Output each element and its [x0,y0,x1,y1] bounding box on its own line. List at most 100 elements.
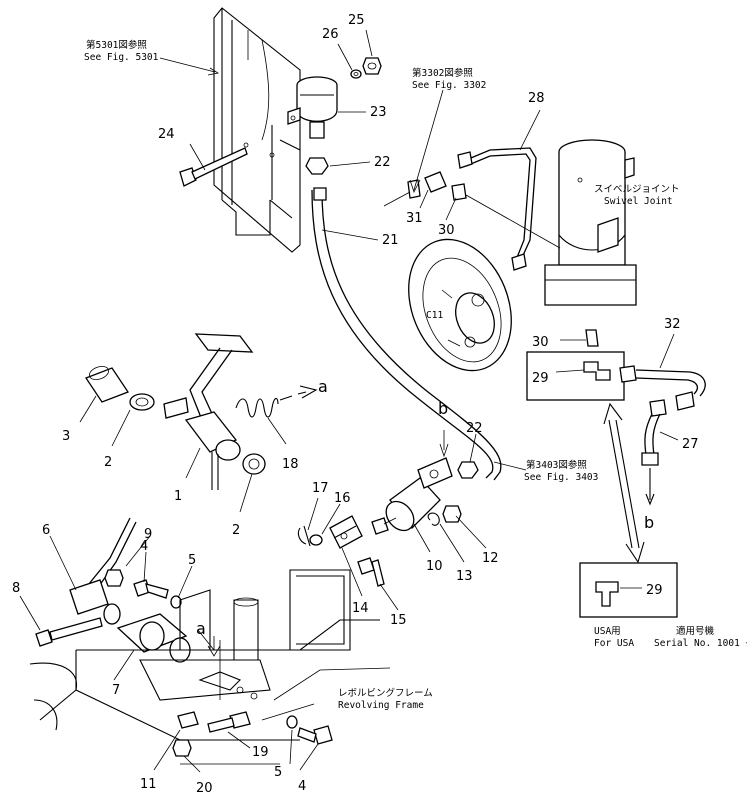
part-number-3: 3 [62,429,70,444]
nut-9 [104,569,124,587]
cotter-pin-17 [297,525,311,547]
part-number-23: 23 [370,105,387,120]
hose-clamp-22-bottom [457,461,479,479]
part-number-9: 9 [144,527,152,542]
revolving-frame-label-jp: レボルビングフレーム [338,687,433,699]
part-number-1: 1 [174,489,182,504]
master-cylinder-10 [371,457,453,535]
hose-end-21 [313,187,327,201]
callout-a-bottom: a [196,619,206,638]
part-number-15: 15 [390,613,407,628]
washer-7 [103,603,121,625]
bracket-7 [116,613,191,663]
ref-3403-en: See Fig. 3403 [524,472,598,483]
part-number-22-bottom: 22 [466,421,483,436]
callout-a-top: a [318,377,328,396]
brake-hose-32 [619,365,706,411]
lever-6 [69,517,137,615]
hose-clamp-22-top [305,157,329,175]
part-number-26: 26 [322,27,339,42]
part-number-7: 7 [112,683,120,698]
part-number-18: 18 [282,457,299,472]
swivel-joint [544,139,637,306]
clevis-14 [329,515,363,549]
part-number-30-bottom: 30 [532,335,549,350]
part-number-19: 19 [252,745,269,760]
brake-drum: C11 [408,238,512,372]
callout-b-top: b [438,399,448,418]
part-number-25: 25 [348,13,365,28]
brake-pedal-1 [163,333,254,490]
bolt-4-top [133,579,169,599]
elbow-30-bottom [585,329,599,347]
part-number-2-left: 2 [104,455,112,470]
serial-note-en: Serial No. 1001 ~ [654,638,747,649]
callout-letters: a a b b [196,377,654,638]
washer-5-top [170,595,182,609]
swivel-joint-label-en: Swivel Joint [604,196,673,207]
nut-25 [362,57,382,75]
part-number-2-right: 2 [232,523,240,538]
serial-note-jp: 適用号機 [676,625,715,637]
part-number-30-top: 30 [438,223,455,238]
bolt-15 [357,557,385,587]
brake-hose-21 [311,189,494,479]
part-number-24: 24 [158,127,175,142]
washer-5-bottom [286,715,298,729]
part-number-16: 16 [334,491,351,506]
elbow-30-top [451,183,467,201]
part-number-28: 28 [528,91,545,106]
part-number-27: 27 [682,437,699,452]
part-number-10: 10 [426,559,443,574]
part-number-4-top: 4 [140,539,148,554]
pipe-to-tee [383,191,411,207]
tee-fitting-29-usa [595,581,619,607]
bushing-2-left [129,393,155,411]
double-arrow-usa-variant [603,402,645,564]
part-number-12: 12 [482,551,499,566]
part-number-13: 13 [456,569,473,584]
bolt-8 [35,617,103,647]
bushing-2-right [242,453,266,475]
usa-note-jp: USA用 [594,626,621,637]
part-number-29-inset: 29 [532,371,549,386]
revolving-frame-label-en: Revolving Frame [338,700,424,711]
elbow-fitting-29 [583,361,611,381]
brake-tube-28 [457,147,537,271]
part-number-31: 31 [406,211,423,226]
part-number-20: 20 [196,781,213,794]
part-number-5-top: 5 [188,553,196,568]
lock-washer-13 [427,512,440,526]
washer-26 [350,69,362,79]
part-number-6: 6 [42,523,50,538]
spring-18 [235,385,318,418]
part-number-11: 11 [140,777,157,792]
ref-3302-en: See Fig. 3302 [412,80,486,91]
bolt-19 [207,711,251,733]
tee-fitting-31 [407,171,447,199]
callout-b-bottom: b [644,513,654,532]
part-number-21: 21 [382,233,399,248]
pin-3 [85,366,129,403]
brake-hose-21-outer [321,189,502,481]
swivel-joint-label-jp: スイベルジョイント [594,184,680,195]
nut-20 [172,739,192,757]
part-number-14: 14 [352,601,369,616]
brake-tube-27 [641,399,667,506]
ref-3403-jp: 第3403図参照 [526,459,587,471]
washer-16 [309,534,323,546]
part-number-17: 17 [312,481,329,496]
part-number-8: 8 [12,581,20,596]
usa-note-en: For USA [594,638,634,649]
part-number-29-usa: 29 [646,583,663,598]
nut-12 [442,505,462,523]
bolt-11 [177,711,199,729]
brake-fluid-reservoir [287,76,338,139]
drum-marking: C11 [426,310,443,321]
part-number-4-bottom: 4 [298,779,306,794]
leader-line-30-to-swivel [465,194,561,249]
bolt-4-bottom [297,725,333,745]
reference-labels: 第5301図参照 See Fig. 5301 第3302図参照 See Fig.… [84,39,747,711]
part-number-32: 32 [664,317,681,332]
